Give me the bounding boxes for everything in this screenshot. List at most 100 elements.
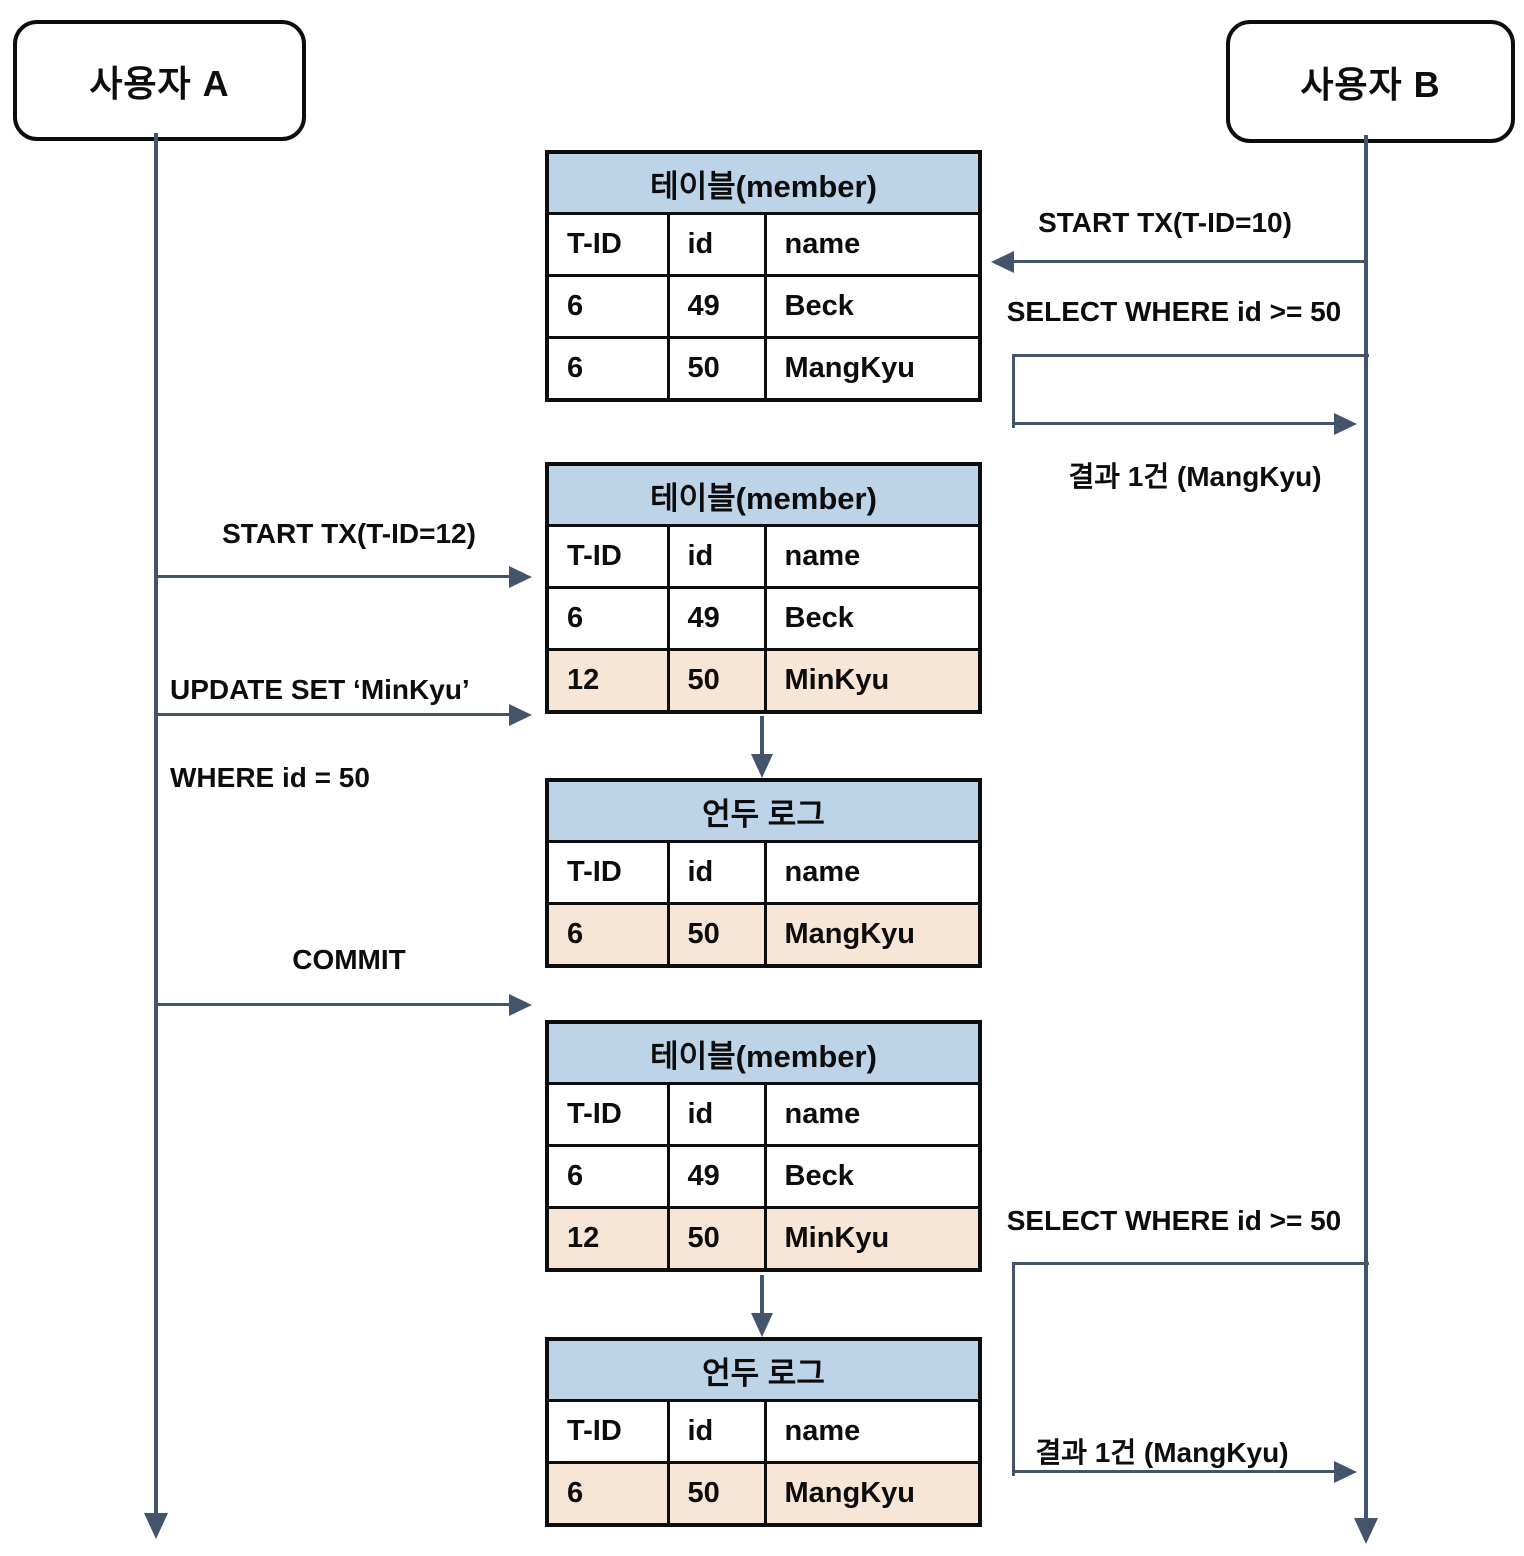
table-member-state-3: 테이블(member) T-ID id name 6 49 Beck 12 50… xyxy=(545,1020,983,1272)
table-cell: 12 xyxy=(545,648,670,714)
table-cell: 6 xyxy=(545,1144,670,1209)
table-row-highlighted: 12 50 MinKyu xyxy=(545,648,982,714)
connector-table-to-undo-log xyxy=(760,716,764,756)
table-cell: 50 xyxy=(666,336,767,402)
table-cell: 6 xyxy=(545,902,670,968)
table-cell: MinKyu xyxy=(763,1206,982,1272)
table-title-row: 언두 로그 xyxy=(545,778,982,843)
table-header-row: T-ID id name xyxy=(545,1399,982,1464)
table-row: 6 50 MangKyu xyxy=(545,336,982,402)
self-call-loop-bottom xyxy=(1012,1262,1369,1476)
message-update-line1: UPDATE SET ‘MinKyu’ xyxy=(170,674,470,705)
table-cell: 6 xyxy=(545,274,670,339)
table-title-row: 테이블(member) xyxy=(545,1020,982,1085)
lifeline-user-b xyxy=(1364,135,1368,1520)
table-row: 6 49 Beck xyxy=(545,274,982,339)
column-header: name xyxy=(763,840,982,905)
table-header-row: T-ID id name xyxy=(545,524,982,589)
message-start-tx-b-label: START TX(T-ID=10) xyxy=(1038,207,1292,238)
table-title-row: 테이블(member) xyxy=(545,150,982,215)
column-header: name xyxy=(763,212,982,277)
table-title: 테이블(member) xyxy=(545,462,982,527)
table-cell: Beck xyxy=(763,586,982,651)
table-cell: MangKyu xyxy=(763,1461,982,1527)
message-start-tx-a-arrow xyxy=(156,575,510,578)
table-title: 언두 로그 xyxy=(545,778,982,843)
actor-user-a: 사용자 A xyxy=(13,20,306,141)
table-cell: 50 xyxy=(666,1461,767,1527)
table-row: 6 49 Beck xyxy=(545,586,982,651)
table-row-highlighted: 6 50 MangKyu xyxy=(545,902,982,968)
table-title-row: 테이블(member) xyxy=(545,462,982,527)
arrow-right-icon xyxy=(509,704,532,726)
message-result-top-label: 결과 1건 (MangKyu) xyxy=(1068,461,1322,492)
table-cell: 49 xyxy=(666,1144,767,1209)
table-cell: MangKyu xyxy=(763,902,982,968)
column-header: id xyxy=(666,212,767,277)
table-row: 6 49 Beck xyxy=(545,1144,982,1209)
table-title: 테이블(member) xyxy=(545,150,982,215)
message-start-tx-a-label: START TX(T-ID=12) xyxy=(222,518,476,549)
column-header: name xyxy=(763,524,982,589)
actor-user-a-label: 사용자 A xyxy=(89,62,230,104)
table-header-row: T-ID id name xyxy=(545,212,982,277)
table-cell: 49 xyxy=(666,586,767,651)
self-call-loop-bottom-return xyxy=(1012,1470,1334,1473)
actor-user-b: 사용자 B xyxy=(1226,20,1515,143)
table-member-state-1: 테이블(member) T-ID id name 6 49 Beck 6 50 … xyxy=(545,150,983,402)
table-cell: 49 xyxy=(666,274,767,339)
table-cell: 12 xyxy=(545,1206,670,1272)
arrow-down-icon xyxy=(144,1513,168,1539)
table-undo-log-2: 언두 로그 T-ID id name 6 50 MangKyu xyxy=(545,1337,982,1527)
column-header: T-ID xyxy=(545,212,670,277)
arrow-right-icon xyxy=(1334,413,1357,435)
table-cell: 50 xyxy=(666,648,767,714)
table-header-row: T-ID id name xyxy=(545,1082,982,1147)
column-header: T-ID xyxy=(545,840,670,905)
table-cell: MangKyu xyxy=(763,336,982,402)
message-result-bottom-label: 결과 1건 (MangKyu) xyxy=(1035,1437,1289,1468)
arrow-left-icon xyxy=(991,251,1014,273)
table-title: 테이블(member) xyxy=(545,1020,982,1085)
table-undo-log-1: 언두 로그 T-ID id name 6 50 MangKyu xyxy=(545,778,982,968)
table-cell: Beck xyxy=(763,274,982,339)
column-header: id xyxy=(666,524,767,589)
self-call-loop-top-return xyxy=(1012,422,1334,425)
message-commit-label: COMMIT xyxy=(292,944,406,975)
table-cell: 50 xyxy=(666,902,767,968)
message-start-tx-b-arrow xyxy=(1013,260,1366,263)
table-title: 언두 로그 xyxy=(545,1337,982,1402)
table-cell: 6 xyxy=(545,1461,670,1527)
column-header: id xyxy=(666,1399,767,1464)
column-header: id xyxy=(666,1082,767,1147)
actor-user-b-label: 사용자 B xyxy=(1300,63,1441,105)
lifeline-user-a xyxy=(154,133,158,1515)
self-call-loop-top xyxy=(1012,354,1369,428)
table-member-state-2: 테이블(member) T-ID id name 6 49 Beck 12 50… xyxy=(545,462,983,714)
table-row-highlighted: 12 50 MinKyu xyxy=(545,1206,982,1272)
message-select-top-label: SELECT WHERE id >= 50 xyxy=(1006,296,1342,327)
arrow-right-icon xyxy=(509,566,532,588)
arrow-right-icon xyxy=(509,994,532,1016)
column-header: name xyxy=(763,1082,982,1147)
column-header: T-ID xyxy=(545,1399,670,1464)
table-cell: MinKyu xyxy=(763,648,982,714)
message-select-bottom-label: SELECT WHERE id >= 50 xyxy=(1006,1205,1342,1236)
connector-table-to-undo-log xyxy=(760,1275,764,1315)
message-update-arrow xyxy=(156,713,510,716)
message-update-line2: WHERE id = 50 xyxy=(170,762,370,793)
arrow-right-icon xyxy=(1334,1461,1357,1483)
arrow-down-icon xyxy=(751,754,773,778)
column-header: name xyxy=(763,1399,982,1464)
table-cell: 50 xyxy=(666,1206,767,1272)
table-title-row: 언두 로그 xyxy=(545,1337,982,1402)
table-cell: 6 xyxy=(545,336,670,402)
column-header: T-ID xyxy=(545,1082,670,1147)
column-header: T-ID xyxy=(545,524,670,589)
table-header-row: T-ID id name xyxy=(545,840,982,905)
table-row-highlighted: 6 50 MangKyu xyxy=(545,1461,982,1527)
column-header: id xyxy=(666,840,767,905)
table-cell: 6 xyxy=(545,586,670,651)
arrow-down-icon xyxy=(1354,1518,1378,1544)
